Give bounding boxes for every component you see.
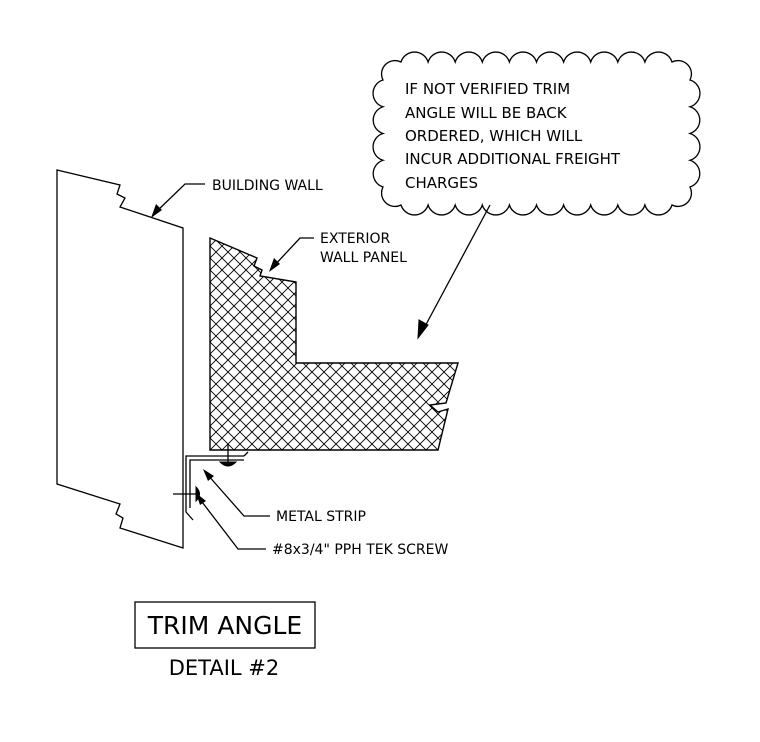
detail-title: TRIM ANGLE bbox=[147, 611, 302, 640]
title-block: TRIM ANGLE DETAIL #2 bbox=[134, 601, 316, 680]
building-wall bbox=[56, 169, 184, 549]
tek-screw-top bbox=[218, 444, 238, 467]
tek-screw-label: #8x3/4" PPH TEK SCREW bbox=[272, 542, 448, 558]
title-box bbox=[134, 601, 316, 649]
exterior-wall-panel bbox=[209, 236, 459, 451]
metal-strip-callout: METAL STRIP bbox=[203, 469, 366, 525]
trim-angle bbox=[185, 451, 249, 521]
cloud-leader bbox=[417, 204, 491, 340]
cloud-note-line-3: ORDERED, WHICH WILL bbox=[405, 127, 583, 145]
revision-cloud bbox=[372, 51, 701, 216]
exterior-wall-panel-callout: EXTERIOR WALL PANEL bbox=[269, 231, 407, 272]
cloud-note: IF NOT VERIFIED TRIM ANGLE WILL BE BACK … bbox=[405, 80, 621, 192]
cloud-note-line-2: ANGLE WILL BE BACK bbox=[405, 104, 568, 122]
building-wall-label: BUILDING WALL bbox=[212, 178, 323, 194]
building-wall-callout: BUILDING WALL bbox=[151, 178, 323, 218]
exterior-wall-panel-hatch bbox=[209, 236, 459, 451]
exterior-wall-panel-label-2: WALL PANEL bbox=[320, 250, 407, 266]
cloud-note-line-1: IF NOT VERIFIED TRIM bbox=[405, 80, 570, 98]
cloud-leader-arrowhead bbox=[417, 319, 429, 340]
metal-strip-label: METAL STRIP bbox=[276, 509, 366, 525]
tek-screw-callout: #8x3/4" PPH TEK SCREW bbox=[196, 493, 448, 558]
cloud-note-line-5: CHARGES bbox=[405, 174, 478, 192]
detail-subtitle: DETAIL #2 bbox=[169, 656, 280, 680]
cloud-note-line-4: INCUR ADDITIONAL FREIGHT bbox=[405, 150, 621, 168]
exterior-wall-panel-label-1: EXTERIOR bbox=[320, 231, 390, 247]
